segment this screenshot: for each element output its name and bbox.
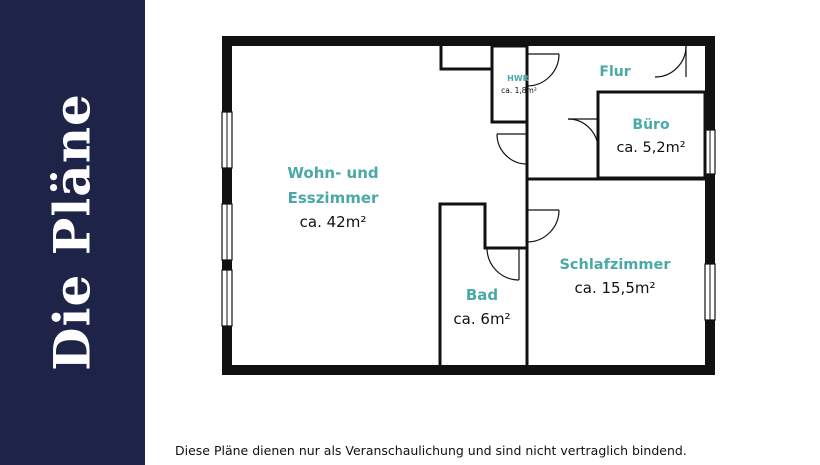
room-name-schlafzimmer: Schlafzimmer — [559, 257, 671, 273]
door-bad — [486, 247, 520, 281]
window-right-schlafzimmer — [704, 263, 716, 321]
room-area-bad: ca. 6m² — [453, 310, 510, 328]
door-schlafzimmer — [526, 209, 560, 243]
doors — [486, 45, 687, 281]
door-buero — [567, 118, 599, 150]
room-area-buero: ca. 5,2m² — [616, 140, 685, 156]
door-flur — [654, 45, 687, 78]
window-left-2 — [221, 203, 233, 261]
disclaimer-text: Diese Pläne dienen nur als Veranschaulic… — [175, 443, 687, 458]
room-area-wohnen: ca. 42m² — [300, 213, 367, 231]
room-area-schlafzimmer: ca. 15,5m² — [575, 279, 656, 297]
room-name-flur: Flur — [599, 64, 630, 80]
room-name-wohnen-1: Wohn- und — [287, 164, 378, 182]
sidebar-panel: Die Pläne — [0, 0, 145, 465]
room-name-bad: Bad — [466, 286, 498, 304]
door-hwr — [526, 53, 560, 87]
door-wohnen — [496, 133, 528, 165]
window-left-1 — [221, 111, 233, 169]
window-left-3 — [221, 269, 233, 327]
room-name-hwr: HWR — [507, 74, 529, 83]
room-name-wohnen-2: Esszimmer — [288, 189, 379, 207]
inner-walls — [438, 44, 707, 365]
room-name-buero: Büro — [632, 117, 670, 133]
room-area-hwr: ca. 1,8m² — [501, 86, 537, 95]
